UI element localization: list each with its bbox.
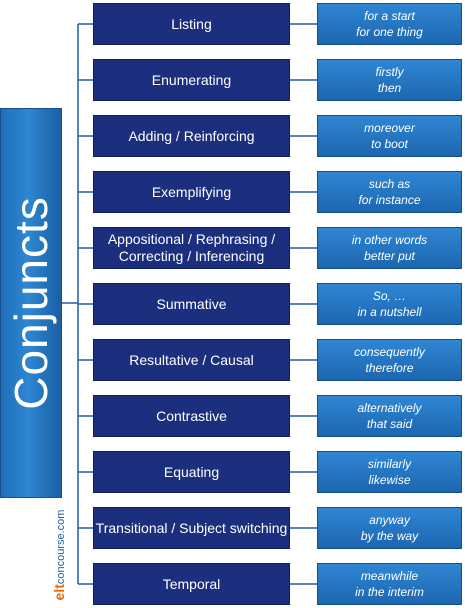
example-line: for instance xyxy=(358,193,421,207)
term-box: Transitional / Subject switching xyxy=(93,507,290,549)
example-line: by the way xyxy=(360,529,419,543)
example-box: meanwhile in the interim xyxy=(317,563,462,605)
example-box: So, … in a nutshell xyxy=(317,283,462,325)
example-box: consequently therefore xyxy=(317,339,462,381)
example-line: to boot xyxy=(371,137,408,151)
term-box: Exemplifying xyxy=(93,171,290,213)
term-box: Enumerating xyxy=(93,59,290,101)
example-line: therefore xyxy=(365,361,414,375)
example-line: that said xyxy=(366,417,413,431)
example-line: firstly xyxy=(375,65,404,79)
term-box: Contrastive xyxy=(93,395,290,437)
example-line: similarly xyxy=(367,457,412,471)
example-line: anyway xyxy=(369,513,410,527)
example-box: such as for instance xyxy=(317,171,462,213)
example-line: So, … xyxy=(372,289,407,303)
term-box: Equating xyxy=(93,451,290,493)
example-box: anyway by the way xyxy=(317,507,462,549)
example-box: for a start for one thing xyxy=(317,3,462,45)
example-line: for a start xyxy=(364,9,415,23)
term-box: Appositional / Rephrasing / Correcting /… xyxy=(93,227,290,269)
example-line: in the interim xyxy=(355,585,424,599)
example-line: consequently xyxy=(354,345,425,359)
example-line: better put xyxy=(364,249,415,263)
term-box: Adding / Reinforcing xyxy=(93,115,290,157)
example-line: in a nutshell xyxy=(357,305,422,319)
term-box: Resultative / Causal xyxy=(93,339,290,381)
root-node-conjuncts: Conjuncts xyxy=(0,108,62,498)
example-line: in other words xyxy=(351,233,428,247)
example-line: moreover xyxy=(364,121,415,135)
example-line: alternatively xyxy=(357,401,422,415)
term-box: Temporal xyxy=(93,563,290,605)
example-box: moreover to boot xyxy=(317,115,462,157)
example-line: meanwhile xyxy=(360,569,419,583)
example-line: for one thing xyxy=(356,25,423,39)
example-box: alternatively that said xyxy=(317,395,462,437)
term-box: Summative xyxy=(93,283,290,325)
example-line: such as xyxy=(368,177,411,191)
term-box: Listing xyxy=(93,3,290,45)
example-line: then xyxy=(377,81,402,95)
example-line: likewise xyxy=(368,473,411,487)
example-box: in other words better put xyxy=(317,227,462,269)
example-box: similarly likewise xyxy=(317,451,462,493)
example-box: firstly then xyxy=(317,59,462,101)
